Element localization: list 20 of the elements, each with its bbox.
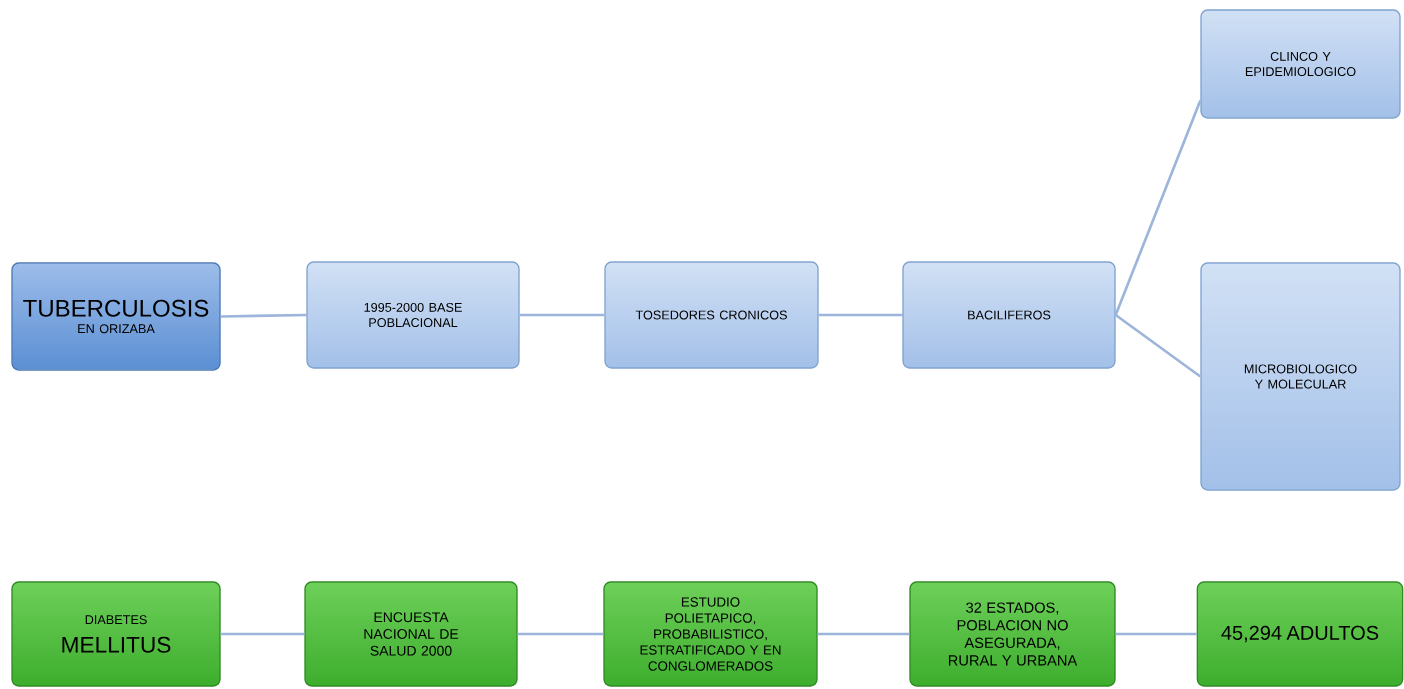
connector-line bbox=[220, 313, 307, 318]
connector-line bbox=[519, 313, 605, 317]
connector-line bbox=[517, 632, 604, 636]
process-box: 45,294 ADULTOS bbox=[1196, 581, 1404, 687]
process-box: 1995-2000 BASE POBLACIONAL bbox=[306, 261, 520, 369]
connector-line bbox=[1115, 632, 1197, 636]
process-box: BACILIFEROS bbox=[902, 261, 1116, 369]
connector-line bbox=[818, 313, 903, 317]
connector-line bbox=[817, 632, 910, 636]
process-box: 32 ESTADOS, POBLACION NO ASEGURADA, RURAL Y URBANA bbox=[909, 581, 1116, 687]
process-box: TOSEDORES CRONICOS bbox=[604, 261, 819, 369]
process-box: MICROBIOLOGICO Y MOLECULAR bbox=[1200, 262, 1401, 491]
process-box: ENCUESTA NACIONAL DE SALUD 2000 bbox=[304, 581, 518, 687]
connector-line bbox=[220, 632, 305, 636]
process-box: CLINCO Y EPIDEMIOLOGICO bbox=[1200, 9, 1401, 119]
process-box: DIABETES MELLITUS bbox=[11, 581, 221, 687]
connector-line bbox=[1114, 313, 1202, 378]
process-box: ESTUDIO POLIETAPICO, PROBABILISTICO, ESTRATIFICADO Y EN CONGLOMERADOS bbox=[603, 581, 818, 687]
process-box: TUBERCULOSIS EN ORIZABA bbox=[11, 262, 221, 371]
connector-line bbox=[1114, 99, 1202, 316]
